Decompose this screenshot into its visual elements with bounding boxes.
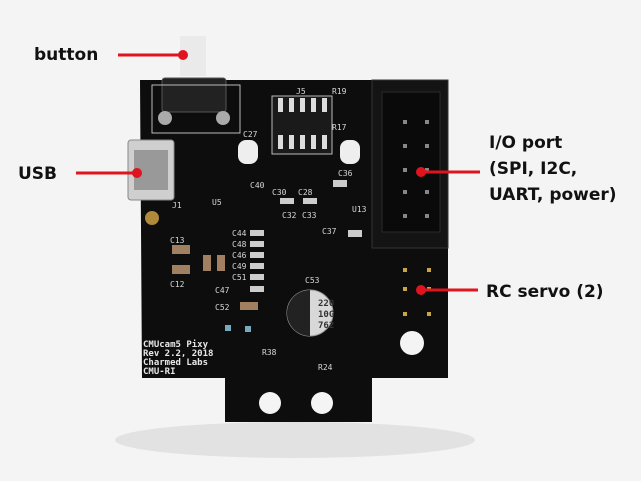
designator: C51: [232, 273, 247, 282]
button-callout-dot: [178, 50, 188, 60]
mount-hole: [311, 392, 333, 414]
cap-marking-2: 10G: [318, 310, 334, 320]
designator: C40: [250, 181, 265, 190]
callout-io-port-2: (SPI, I2C,: [489, 159, 578, 179]
silk-line-1: CMUcam5 Pixy: [143, 339, 209, 350]
silk-line-3: Charmed Labs: [143, 358, 208, 368]
designator: R17: [332, 123, 347, 132]
callout-usb: USB: [18, 164, 58, 184]
pcb-board: [140, 80, 448, 422]
shadow: [115, 422, 475, 458]
designator: U5: [212, 198, 222, 207]
silk-line-4: CMU-RI: [143, 367, 176, 377]
designator: C32: [282, 211, 297, 220]
designator: C53: [305, 276, 320, 285]
designator: C28: [298, 188, 313, 197]
designator: C46: [232, 251, 247, 260]
designator: R19: [332, 87, 347, 96]
cap-marking-1: 220: [318, 299, 334, 309]
designator: R38: [262, 348, 277, 357]
callout-io-port-1: I/O port: [489, 133, 563, 153]
designator: R24: [318, 363, 333, 372]
callout-button: button: [34, 45, 99, 65]
designator: C30: [272, 188, 287, 197]
mount-pad: [145, 211, 159, 225]
designator: C36: [338, 169, 353, 178]
designator: C12: [170, 280, 185, 289]
callout-rc-servo: RC servo (2): [486, 282, 604, 302]
designator: C33: [302, 211, 317, 220]
designator: C37: [322, 227, 337, 236]
designator: J5: [296, 87, 306, 96]
designator: C44: [232, 229, 247, 238]
designator: C27: [243, 130, 258, 139]
mount-hole: [259, 392, 281, 414]
usb-callout-dot: [132, 168, 142, 178]
designator: C48: [232, 240, 247, 249]
io-callout-dot: [416, 167, 426, 177]
designator: C47: [215, 286, 230, 295]
designator: C49: [232, 262, 247, 271]
designator: U13: [352, 205, 367, 214]
cap-marking-3: 762: [318, 321, 334, 331]
mount-hole: [400, 331, 424, 355]
button-switch: [161, 77, 227, 113]
silk-line-2: Rev 2.2, 2018: [143, 349, 213, 359]
designator: C52: [215, 303, 230, 312]
designator: C13: [170, 236, 185, 245]
callout-io-port-3: UART, power): [489, 185, 617, 205]
servo-callout-dot: [416, 285, 426, 295]
designator: J1: [172, 201, 182, 210]
